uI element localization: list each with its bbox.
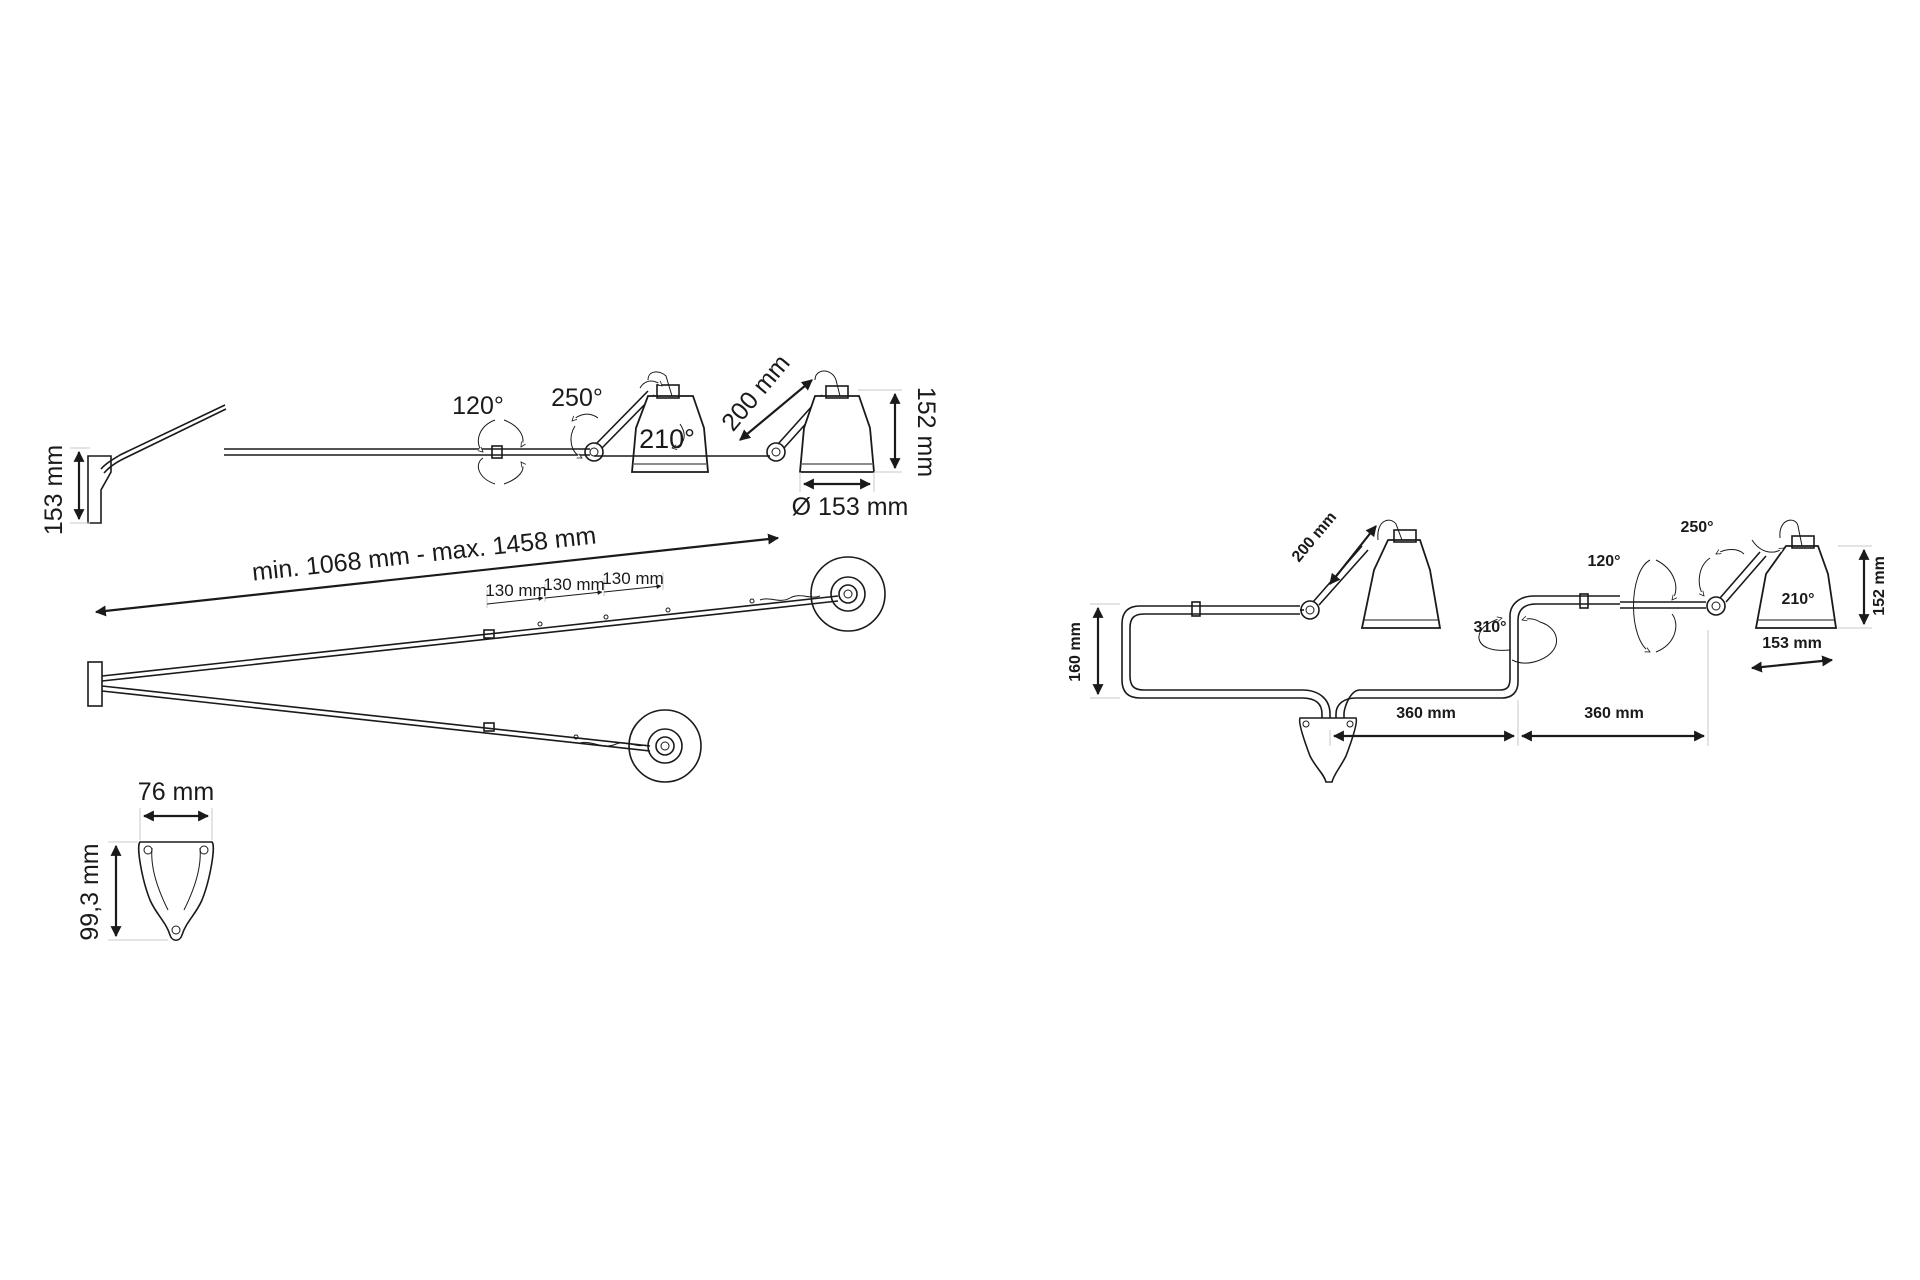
label-shade-diameter: Ø 153 mm	[792, 493, 909, 521]
label-rotation-120: 120°	[452, 392, 504, 420]
label-right-shade-height: 152 mm	[1871, 556, 1888, 616]
shade-top-upper	[759, 556, 886, 632]
left-top-view: min. 1068 mm - max. 1458 mm 130 mm 130 m…	[87, 521, 886, 783]
shade-position-b	[799, 395, 875, 473]
wall-arm	[100, 404, 226, 470]
dim-reach	[94, 533, 780, 617]
label-step-2: 130 mm	[543, 575, 604, 594]
tube-right-loop	[1335, 603, 1620, 718]
label-arm-length: 200 mm	[716, 349, 796, 436]
rotation-arrow-120	[478, 419, 496, 452]
label-shade-height: 152 mm	[912, 387, 940, 477]
label-rotation-210: 210°	[639, 424, 695, 454]
shade-position-a	[631, 395, 709, 473]
left-side-elevation: 153 mm 120° 250° 210° 200 mm 152 mm Ø 15…	[40, 349, 940, 535]
label-base-width: 76 mm	[138, 778, 214, 806]
lower-arm	[101, 685, 651, 747]
dim-step-3	[603, 583, 662, 593]
right-shade-left	[1360, 539, 1442, 629]
label-segment-left: 360 mm	[1396, 705, 1456, 722]
wall-plate-top	[87, 661, 103, 707]
rotation-arrow-right-120	[1633, 559, 1651, 653]
dim-right-shade-diameter	[1750, 655, 1834, 673]
label-step-1: 130 mm	[485, 581, 546, 600]
right-shade-right	[1754, 545, 1838, 629]
dim-step-1	[486, 595, 544, 605]
shade-top-lower	[579, 709, 702, 783]
label-base-height: 99,3 mm	[76, 843, 104, 940]
upper-arm	[101, 595, 839, 677]
left-base-detail: 76 mm 99,3 mm	[76, 778, 215, 942]
rotation-arrow-right-250	[1698, 557, 1711, 596]
label-wall-height: 153 mm	[40, 445, 68, 535]
dim-step-2	[544, 589, 603, 599]
right-elevation: 200 mm 120° 250° 210° 310° 160	[1067, 509, 1888, 783]
label-right-120: 120°	[1587, 553, 1620, 570]
label-right-arm: 200 mm	[1289, 509, 1340, 566]
right-base	[1298, 717, 1358, 783]
rotation-arrow-right-310	[1478, 618, 1511, 651]
label-right-310: 310°	[1473, 619, 1506, 636]
label-step-3: 130 mm	[602, 569, 663, 588]
label-right-210: 210°	[1781, 591, 1814, 608]
label-segment-right: 360 mm	[1584, 705, 1644, 722]
label-right-250: 250°	[1680, 519, 1713, 536]
dim-right-arm	[1329, 525, 1377, 585]
label-right-shade-diameter: 153 mm	[1762, 635, 1822, 652]
tube-left-loop	[1121, 605, 1323, 718]
label-right-base-height: 160 mm	[1067, 622, 1084, 682]
dim-arm-length	[739, 379, 813, 441]
elbow-joint	[584, 442, 604, 462]
arm-collar	[491, 445, 503, 459]
wall-plate	[87, 455, 112, 524]
label-rotation-250: 250°	[551, 384, 603, 412]
base-plate	[137, 841, 215, 942]
